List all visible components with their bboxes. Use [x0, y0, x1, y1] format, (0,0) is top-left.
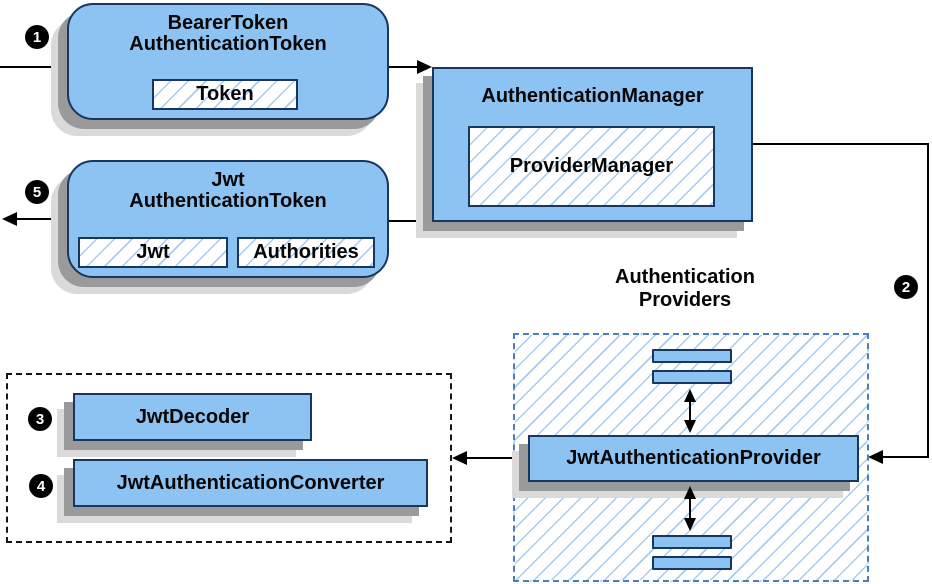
jwt-chip: Jwt: [78, 237, 228, 268]
bearer-token-title-line2: AuthenticationToken: [129, 33, 327, 55]
manager-to-jwt-token-line: [389, 220, 434, 222]
arrow-down-icon: [684, 420, 696, 433]
authentication-providers-label: Authentication Providers: [535, 266, 835, 312]
step1-badge: 1: [25, 25, 49, 49]
jwt-authentication-provider-label: JwtAuthenticationProvider: [566, 447, 821, 469]
step3-badge: 3: [28, 407, 52, 431]
jwt-authentication-token-node: Jwt AuthenticationToken Jwt Authorities: [67, 160, 389, 278]
upper-double-arrow-line: [689, 399, 691, 423]
arrow-left-icon: [2, 212, 17, 226]
step2-path-top-line: [753, 143, 929, 145]
arrow-left-icon: [868, 450, 883, 464]
jwt-decoder-node: JwtDecoder: [73, 393, 312, 441]
step2-badge: 2: [894, 275, 918, 299]
authentication-manager-node: AuthenticationManager ProviderManager: [432, 67, 753, 222]
arrow-up-icon: [684, 486, 696, 499]
bearer-to-manager-line: [389, 66, 418, 68]
provider-manager-chip-label: ProviderManager: [509, 155, 674, 177]
jwt-authentication-converter-node: JwtAuthenticationConverter: [73, 459, 428, 507]
arrow-up-icon: [684, 389, 696, 402]
bearer-token-title-line1: BearerToken: [167, 12, 289, 34]
step1-incoming-line: [0, 66, 67, 68]
authorities-chip-label: Authorities: [253, 241, 359, 263]
arrow-right-icon: [417, 60, 432, 74]
provider-placeholder-bar: [652, 349, 732, 363]
providers-label-line1: Authentication: [615, 266, 755, 288]
token-chip-label: Token: [196, 83, 254, 105]
authentication-manager-label: AuthenticationManager: [481, 85, 704, 107]
provider-placeholder-bar: [652, 535, 732, 549]
jwt-chip-label: Jwt: [136, 241, 170, 263]
step4-badge: 4: [29, 474, 53, 498]
provider-manager-chip: ProviderManager: [468, 126, 715, 207]
arrow-left-icon: [452, 451, 467, 465]
jwt-authentication-converter-label: JwtAuthenticationConverter: [116, 471, 385, 494]
step2-path-vertical-line: [927, 143, 929, 458]
provider-to-converters-line: [466, 457, 528, 459]
jwt-token-title-line2: AuthenticationToken: [129, 190, 327, 212]
step5-badge: 5: [25, 180, 49, 204]
jwt-decoder-label: JwtDecoder: [135, 405, 250, 428]
token-chip: Token: [152, 79, 298, 110]
jwt-authentication-provider-node: JwtAuthenticationProvider: [528, 435, 859, 482]
authorities-chip: Authorities: [237, 237, 375, 268]
step2-path-bottom-line: [882, 456, 929, 458]
converters-group-box: [6, 373, 452, 543]
step5-outgoing-line: [16, 218, 67, 220]
jwt-token-title-line1: Jwt: [211, 169, 245, 191]
bearer-token-authentication-token-node: BearerToken AuthenticationToken Token: [67, 3, 389, 120]
provider-placeholder-bar: [652, 556, 732, 570]
lower-double-arrow-line: [689, 496, 691, 521]
arrow-down-icon: [684, 518, 696, 531]
providers-label-line2: Providers: [638, 289, 732, 311]
provider-placeholder-bar: [652, 370, 732, 384]
